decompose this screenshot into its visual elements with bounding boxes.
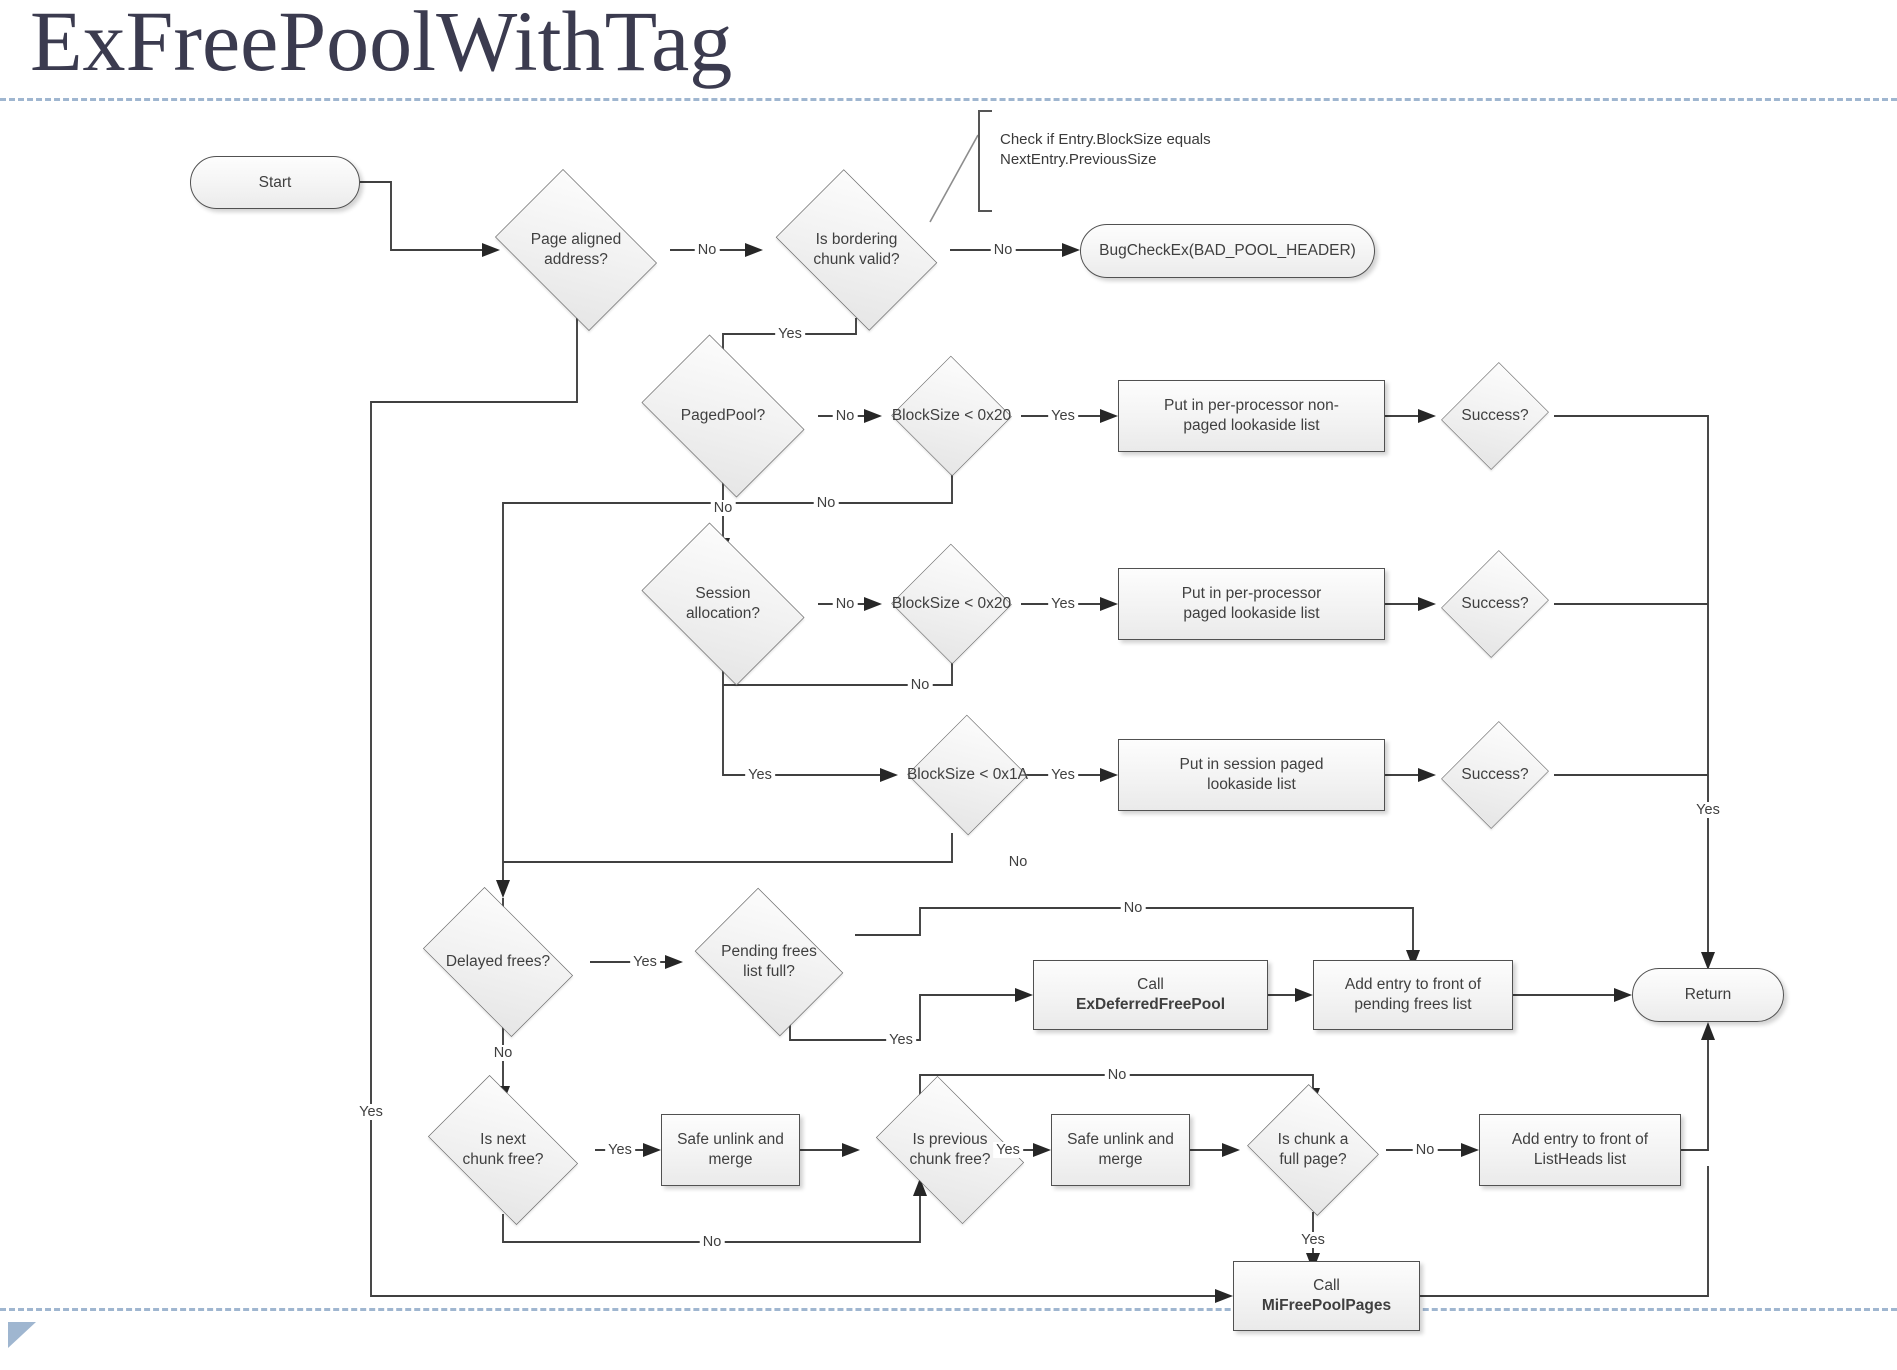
diamond-shape: [891, 355, 1012, 477]
node-blocksize-lt-0x1a[interactable]: BlockSize < 0x1A: [898, 707, 1037, 843]
diamond-shape: [1247, 1084, 1379, 1216]
node-call-mifreepoolpages-line1: Call: [1313, 1277, 1340, 1295]
edge-label-prev-chunk-no: No: [1104, 1067, 1130, 1083]
edge-label-page-aligned-yes: Yes: [356, 1104, 386, 1120]
node-return-label: Return: [1684, 986, 1732, 1004]
node-add-entry-pending-frees[interactable]: Add entry to front of pending frees list: [1313, 960, 1513, 1030]
node-delayed-frees[interactable]: Delayed frees?: [406, 886, 590, 1038]
node-blocksize-lt-0x20-paged[interactable]: BlockSize < 0x20: [882, 536, 1021, 672]
node-call-mifreepoolpages-line2: MiFreePoolPages: [1261, 1297, 1392, 1314]
edge-label-pagedpool-no: No: [832, 408, 858, 424]
node-session-allocation[interactable]: Session allocation?: [628, 522, 818, 686]
node-start-label: Start: [258, 173, 292, 191]
node-call-exdeferredfreepool-line2: ExDeferredFreePool: [1075, 996, 1226, 1013]
node-call-exdeferredfreepool-line1: Call: [1137, 976, 1164, 994]
diamond-shape: [907, 714, 1028, 836]
node-safe-unlink-merge-next[interactable]: Safe unlink and merge: [661, 1114, 800, 1186]
annotation-brace: [978, 110, 992, 212]
edge-label-session-yes: Yes: [745, 767, 775, 783]
edge-label-success-right-yes: Yes: [1693, 802, 1723, 818]
node-put-session-paged-lookaside[interactable]: Put in session paged lookaside list: [1118, 739, 1385, 811]
node-call-mifreepoolpages[interactable]: Call MiFreePoolPages: [1233, 1261, 1420, 1331]
edge-label-delayed-no: No: [490, 1045, 516, 1061]
node-put-nonpaged-lookaside[interactable]: Put in per-processor non- paged lookasid…: [1118, 380, 1385, 452]
diamond-shape: [641, 334, 805, 498]
edge-label-bs1a-yes: Yes: [1048, 767, 1078, 783]
node-call-exdeferredfreepool[interactable]: Call ExDeferredFreePool: [1033, 960, 1268, 1030]
edge-label-bs20a-yes: Yes: [1048, 408, 1078, 424]
bottom-divider-rule: [0, 1308, 1897, 1311]
node-start[interactable]: Start: [190, 156, 360, 209]
node-pending-frees-list-full[interactable]: Pending frees list full?: [683, 887, 855, 1037]
edge-label-full-page-yes: Yes: [1298, 1232, 1328, 1248]
annotation-text: Check if Entry.BlockSize equals NextEntr…: [1000, 131, 1211, 169]
edge-label-session-no: No: [832, 596, 858, 612]
corner-triangle-decoration: [8, 1322, 36, 1348]
node-blocksize-lt-0x20-nonpaged[interactable]: BlockSize < 0x20: [882, 348, 1021, 484]
node-success-paged[interactable]: Success?: [1436, 536, 1554, 672]
node-pagedpool[interactable]: PagedPool?: [628, 334, 818, 498]
node-safe-unlink-merge-prev-label: Safe unlink and merge: [1067, 1131, 1174, 1168]
diamond-shape: [427, 1074, 579, 1226]
edge-label-page-aligned-no: No: [694, 242, 720, 258]
node-is-next-chunk-free[interactable]: Is next chunk free?: [411, 1074, 595, 1226]
node-success-nonpaged[interactable]: Success?: [1436, 348, 1554, 484]
node-safe-unlink-merge-prev[interactable]: Safe unlink and merge: [1051, 1114, 1190, 1186]
edge-label-bordering-no: No: [990, 242, 1016, 258]
node-add-entry-listheads-label: Add entry to front of ListHeads list: [1511, 1131, 1649, 1168]
diamond-shape: [641, 522, 805, 686]
node-safe-unlink-merge-next-label: Safe unlink and merge: [677, 1131, 784, 1168]
node-is-chunk-full-page[interactable]: Is chunk a full page?: [1240, 1084, 1386, 1216]
diamond-shape: [1441, 550, 1549, 658]
node-add-entry-pending-frees-label: Add entry to front of pending frees list: [1344, 976, 1482, 1013]
node-bugcheckex[interactable]: BugCheckEx(BAD_POOL_HEADER): [1080, 224, 1375, 278]
node-put-paged-lookaside[interactable]: Put in per-processor paged lookaside lis…: [1118, 568, 1385, 640]
edge-label-delayed-yes: Yes: [630, 954, 660, 970]
page-title: ExFreePoolWithTag: [30, 0, 733, 89]
edge-label-bs1a-no: No: [1005, 854, 1031, 870]
node-bordering-chunk-valid[interactable]: Is bordering chunk valid?: [763, 169, 950, 331]
diamond-shape: [422, 886, 574, 1038]
edge-label-pending-no: No: [1120, 900, 1146, 916]
node-add-entry-listheads[interactable]: Add entry to front of ListHeads list: [1479, 1114, 1681, 1186]
diamond-shape: [1441, 721, 1549, 829]
edge-label-next-chunk-yes: Yes: [605, 1142, 635, 1158]
diamond-shape: [1441, 362, 1549, 470]
edge-label-full-page-no: No: [1412, 1142, 1438, 1158]
node-bugcheckex-label: BugCheckEx(BAD_POOL_HEADER): [1099, 242, 1356, 260]
diamond-shape: [775, 169, 938, 331]
edge-label-prev-chunk-yes: Yes: [993, 1142, 1023, 1158]
diamond-shape: [891, 543, 1012, 665]
node-put-paged-lookaside-label: Put in per-processor paged lookaside lis…: [1181, 585, 1322, 622]
node-put-session-paged-lookaside-label: Put in session paged lookaside list: [1179, 756, 1324, 793]
node-return[interactable]: Return: [1632, 968, 1784, 1022]
edge-label-bs20b-no: No: [907, 677, 933, 693]
edge-label-pagedpool-yes: No: [710, 500, 736, 516]
node-success-session[interactable]: Success?: [1436, 707, 1554, 843]
top-divider-rule: [0, 98, 1897, 101]
diamond-shape: [694, 887, 844, 1037]
edge-label-pending-yes: Yes: [886, 1032, 916, 1048]
edge-label-bs20b-yes: Yes: [1048, 596, 1078, 612]
node-page-aligned-address[interactable]: Page aligned address?: [482, 169, 670, 331]
edge-label-bordering-yes: Yes: [775, 326, 805, 342]
edge-label-next-chunk-no: No: [699, 1234, 725, 1250]
edge-label-bs20a-no: No: [813, 495, 839, 511]
node-put-nonpaged-lookaside-label: Put in per-processor non- paged lookasid…: [1164, 397, 1339, 434]
diamond-shape: [495, 169, 657, 331]
